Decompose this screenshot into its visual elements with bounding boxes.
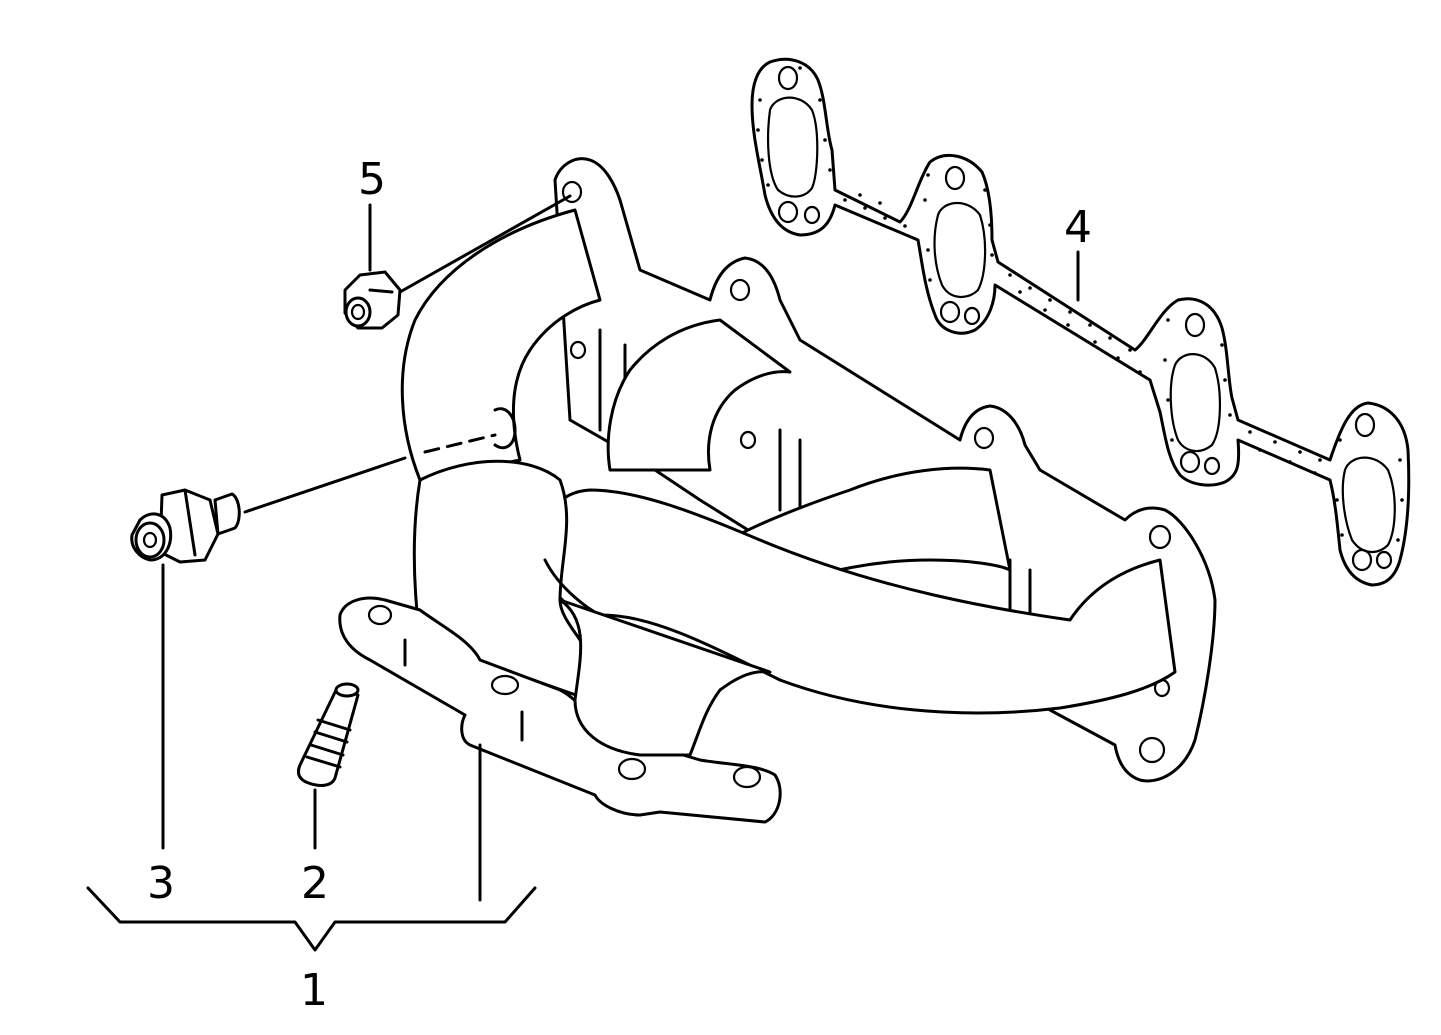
leader-lines [86,194,1080,952]
stud[interactable] [296,682,360,787]
exhaust-manifold[interactable] [338,157,1217,824]
oxygen-sensor[interactable] [130,488,241,564]
gasket-stipple [756,66,1404,542]
exhaust-gasket[interactable] [750,57,1411,587]
callout-2: 2 [301,858,329,909]
callout-3: 3 [147,858,175,909]
callout-1: 1 [300,965,328,1016]
callout-4: 4 [1064,202,1092,253]
nut[interactable] [343,270,402,330]
callout-5: 5 [358,154,386,205]
